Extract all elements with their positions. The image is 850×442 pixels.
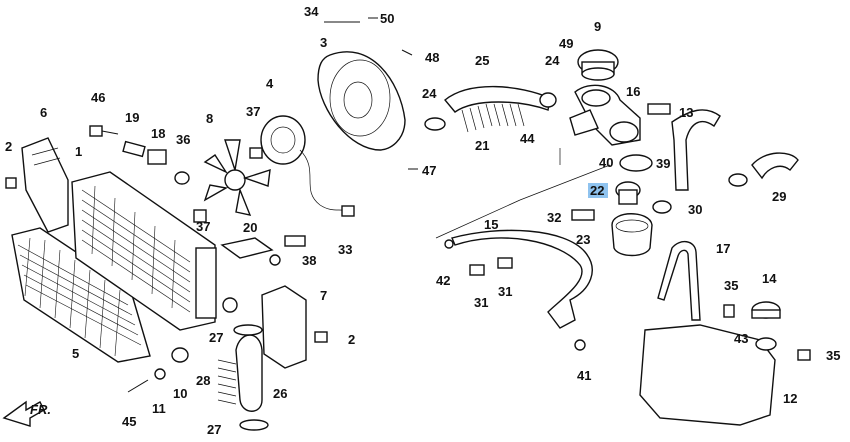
radiator-cap — [577, 49, 619, 81]
upper-hose — [424, 85, 557, 133]
callout-37: 37 — [196, 219, 210, 234]
callout-33: 33 — [338, 242, 352, 257]
callout-30: 30 — [688, 202, 702, 217]
small-parts-left — [5, 125, 328, 393]
callout-17: 17 — [716, 241, 730, 256]
thermostat-cover — [611, 213, 653, 257]
callout-23: 23 — [576, 232, 590, 247]
gasket — [619, 154, 653, 172]
radiator-side-cover — [21, 137, 69, 233]
cooling-fan — [203, 139, 271, 216]
callout-8: 8 — [206, 111, 213, 126]
callout-9: 9 — [594, 19, 601, 34]
callout-39: 39 — [656, 156, 670, 171]
callout-2: 2 — [348, 332, 355, 347]
callout-35: 35 — [724, 278, 738, 293]
callout-47: 47 — [422, 163, 436, 178]
callout-27: 27 — [207, 422, 221, 437]
radiator-grille — [11, 227, 151, 363]
callout-24: 24 — [545, 53, 560, 68]
callout-40: 40 — [599, 155, 613, 170]
callout-42: 42 — [436, 273, 450, 288]
callout-4: 4 — [266, 76, 274, 91]
callout-46: 46 — [91, 90, 105, 105]
hose-right — [652, 109, 799, 214]
callout-2: 2 — [5, 139, 12, 154]
callout-16: 16 — [626, 84, 640, 99]
callout-25: 25 — [475, 53, 489, 68]
callout-32: 32 — [547, 210, 561, 225]
callout-31: 31 — [498, 284, 512, 299]
radiator — [71, 171, 238, 331]
callout-49: 49 — [559, 36, 573, 51]
fan-shroud — [317, 51, 406, 151]
overflow-hose — [657, 241, 701, 321]
callout-13: 13 — [679, 105, 693, 120]
callout-12: 12 — [783, 391, 797, 406]
callout-10: 10 — [173, 386, 187, 401]
callout-24: 24 — [422, 86, 437, 101]
radiator-cover-right — [261, 285, 307, 369]
callout-18: 18 — [151, 126, 165, 141]
callout-15: 15 — [484, 217, 498, 232]
thermostat — [615, 181, 641, 205]
callout-1: 1 — [75, 144, 82, 159]
callout-45: 45 — [122, 414, 136, 429]
lower-hose — [217, 324, 269, 431]
front-direction-arrow: FR. — [2, 400, 51, 427]
callout-3: 3 — [320, 35, 327, 50]
callout-36: 36 — [176, 132, 190, 147]
callout-14: 14 — [762, 271, 777, 286]
callout-37: 37 — [246, 104, 260, 119]
callout-27: 27 — [209, 330, 223, 345]
callout-6: 6 — [40, 105, 47, 120]
callout-11: 11 — [152, 401, 166, 416]
callout-7: 7 — [320, 288, 327, 303]
callout-21: 21 — [475, 138, 489, 153]
callout-22: 22 — [590, 183, 604, 198]
callout-19: 19 — [125, 110, 139, 125]
temp-sensor — [571, 209, 595, 221]
leader-lines — [324, 17, 611, 239]
direction-label: FR. — [30, 402, 51, 417]
callout-34: 34 — [304, 4, 319, 19]
callout-labels: 1 2 2 3 4 5 6 7 8 9 10 11 12 13 14 15 16… — [5, 4, 840, 437]
callout-26: 26 — [273, 386, 287, 401]
callout-28: 28 — [196, 373, 210, 388]
callout-5: 5 — [72, 346, 79, 361]
bracket-and-switch — [220, 235, 306, 266]
thermostat-housing-upper — [569, 84, 671, 146]
bypass-hose — [444, 229, 593, 351]
callout-44: 44 — [520, 131, 535, 146]
callout-48: 48 — [425, 50, 439, 65]
callout-43: 43 — [734, 331, 748, 346]
callout-35: 35 — [826, 348, 840, 363]
callout-38: 38 — [302, 253, 316, 268]
highlight-box — [588, 183, 608, 198]
reserve-tank — [639, 301, 811, 426]
callout-41: 41 — [577, 368, 591, 383]
callout-29: 29 — [772, 189, 786, 204]
callout-31: 31 — [474, 295, 488, 310]
callout-50: 50 — [380, 11, 394, 26]
callout-20: 20 — [243, 220, 257, 235]
fan-motor — [260, 115, 355, 217]
